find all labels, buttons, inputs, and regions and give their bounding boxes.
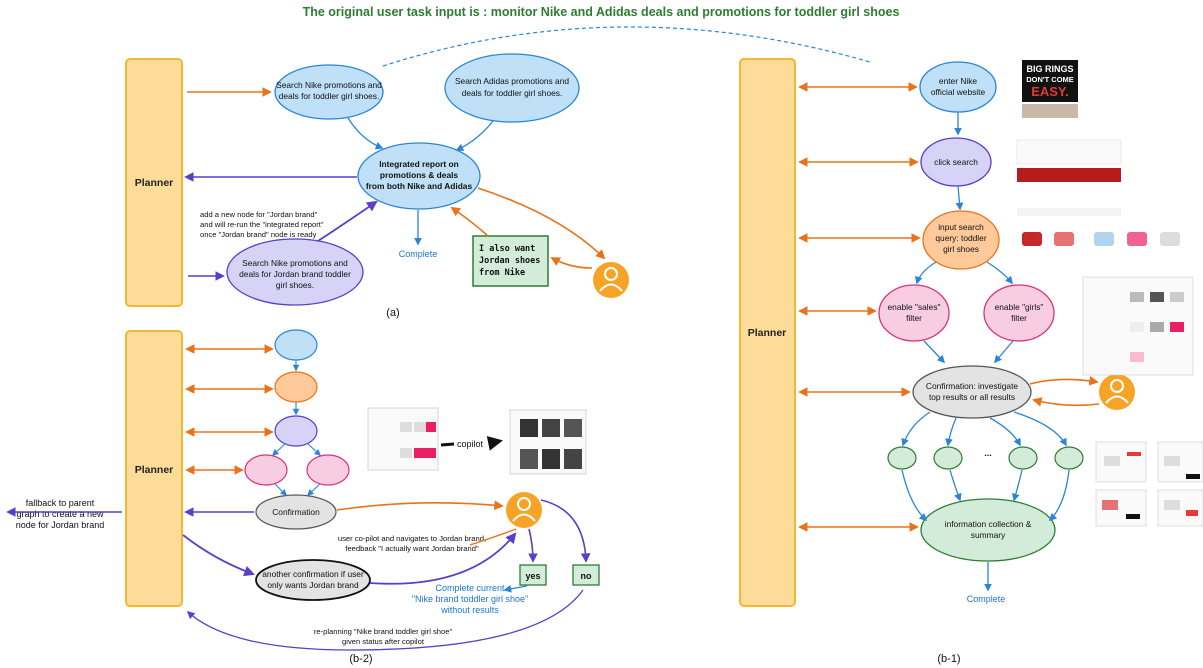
yes-box: yes [519, 564, 547, 586]
svg-text:copilot: copilot [457, 439, 484, 449]
planner-bar-b2 [125, 330, 183, 607]
b1-girls-filter-node: enable "girls"filter [983, 284, 1055, 342]
b1-green-node-3 [1008, 446, 1038, 470]
planner-bar-b1 [739, 58, 796, 607]
product-page-screenshots [1095, 441, 1203, 527]
svg-text:no: no [581, 571, 592, 581]
svg-text:click search: click search [934, 157, 978, 167]
b1-ellipsis: ... [984, 448, 992, 458]
svg-text:enable "sales"filter: enable "sales"filter [888, 302, 941, 323]
user-icon [593, 262, 629, 298]
no-box: no [572, 564, 600, 586]
b1-green-node-2 [933, 446, 963, 470]
svg-text:Confirmation: Confirmation [272, 507, 320, 517]
figure-title: The original user task input is : monito… [303, 5, 900, 19]
caption-b1: (b-1) [937, 653, 960, 665]
svg-text:enable "girls"filter: enable "girls"filter [995, 302, 1044, 323]
caption-b2: (b-2) [349, 653, 372, 665]
complete-current-note: Complete current"Nike brand toddler girl… [412, 583, 528, 615]
copilot-arrow: copilot [440, 435, 503, 451]
b2-node-purple [274, 415, 318, 447]
svg-text:EASY.: EASY. [1031, 84, 1069, 99]
svg-text:information collection &summar: information collection &summary [945, 519, 1032, 540]
note-add-jordan: add a new node for "Jordan brand"and wil… [200, 210, 324, 239]
complete-label-a: Complete [399, 249, 438, 259]
b1-info-summary-node: information collection &summary [920, 498, 1056, 562]
panel-b2: Planner Confirmation another confirmatio… [6, 329, 600, 665]
b2-confirmation-node: Confirmation [255, 494, 337, 530]
nike-ad-screenshot: BIG RINGS DON'T COME EASY. [1022, 60, 1078, 118]
b2-node-blue [274, 329, 318, 361]
user-icon [506, 492, 542, 528]
replanning-note: re-planning "Nike brand toddler girl sho… [314, 627, 453, 646]
user-icon [1099, 374, 1135, 410]
planner-label-b2: Planner [135, 464, 174, 476]
b2-node-pink-right [306, 454, 350, 486]
filter-results-screenshot [1082, 276, 1194, 376]
user-copilot-note: user co-pilot and navigates to Jordan br… [338, 534, 486, 553]
b1-green-node-1 [887, 446, 917, 470]
planner-label-a: Planner [135, 177, 174, 189]
b2-node-orange [274, 371, 318, 403]
planner-bar-a [125, 58, 183, 307]
svg-text:BIG RINGS: BIG RINGS [1026, 64, 1073, 74]
b1-click-search-node: click search [920, 137, 992, 187]
nike-search-screenshot [1016, 139, 1122, 216]
b1-sales-filter-node: enable "sales"filter [878, 284, 950, 342]
screenshot-grid-after [509, 409, 587, 475]
shoe-thumbnails [1022, 232, 1180, 246]
screenshot-grid-before [367, 407, 439, 471]
b2-node-pink-left [244, 454, 288, 486]
caption-a: (a) [386, 307, 399, 319]
svg-text:yes: yes [525, 571, 540, 581]
planner-label-b1: Planner [748, 327, 787, 339]
svg-text:DON'T COME: DON'T COME [1026, 75, 1074, 84]
complete-label-b1: Complete [967, 594, 1006, 604]
b1-green-node-4 [1054, 446, 1084, 470]
